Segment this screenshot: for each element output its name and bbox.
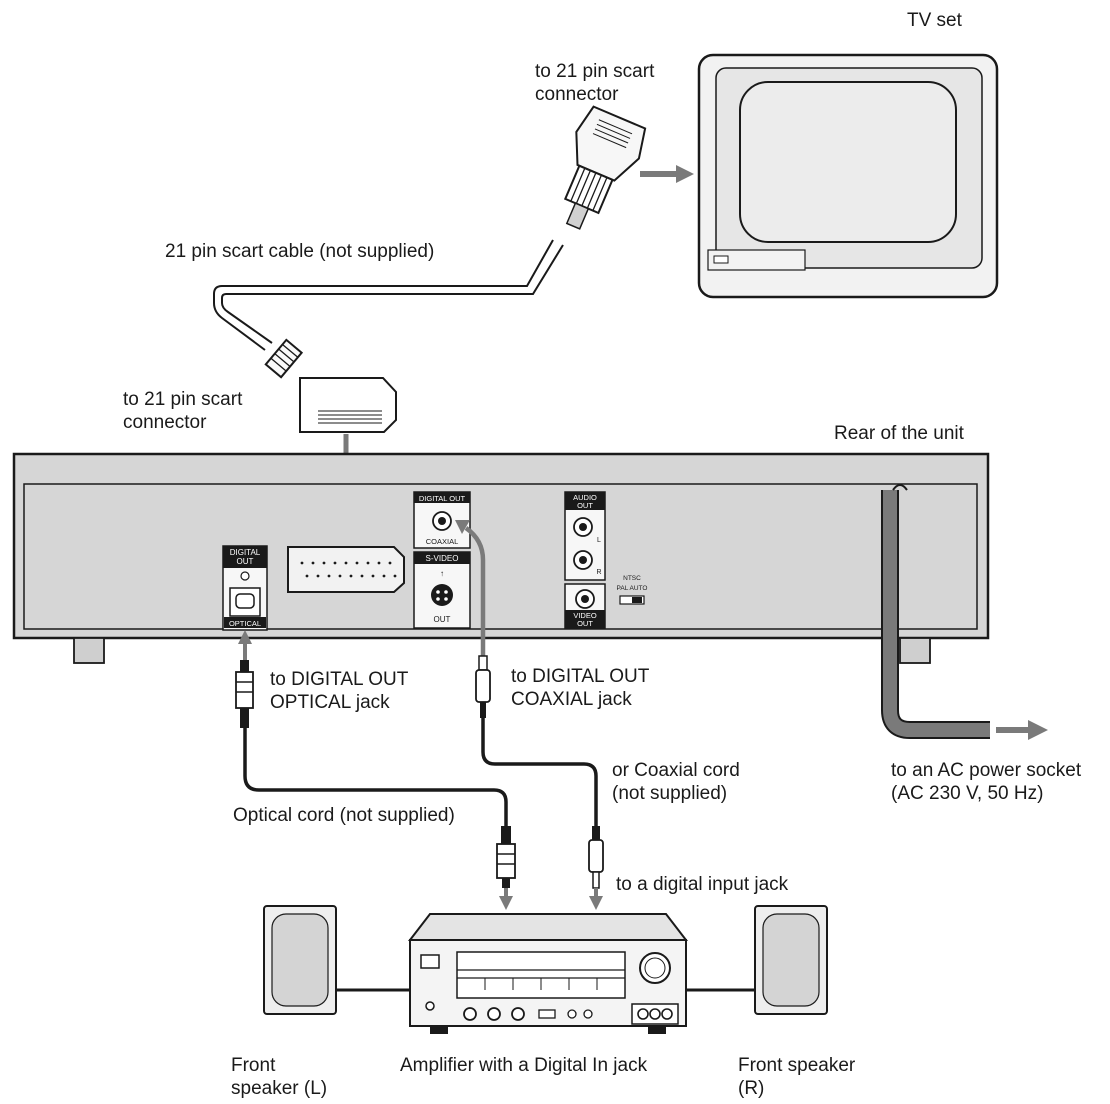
panel-video-out-2: OUT xyxy=(577,619,593,628)
label-optical-cord: Optical cord (not supplied) xyxy=(233,805,455,826)
label-to-coaxial: to DIGITAL OUT COAXIAL jack xyxy=(511,666,650,710)
panel-audio-r: R xyxy=(596,569,601,576)
label-rear-of-unit: Rear of the unit xyxy=(834,423,964,444)
panel-out: OUT xyxy=(434,615,451,624)
svg-text:↑: ↑ xyxy=(440,569,444,578)
panel-optical: OPTICAL xyxy=(229,619,261,628)
label-coaxial-cord: or Coaxial cord (not supplied) xyxy=(612,760,740,804)
panel-audio-out-2: OUT xyxy=(577,501,593,510)
label-tv-set: TV set xyxy=(907,10,962,31)
scart-connector-top xyxy=(563,105,647,230)
optical-plug-top xyxy=(235,660,254,728)
label-digital-input: to a digital input jack xyxy=(616,874,789,895)
label-to-scart-top: to 21 pin scart connector xyxy=(535,61,655,105)
optical-cord xyxy=(243,728,508,828)
optical-arrow-up xyxy=(238,630,252,660)
label-front-speaker-l: Front speaker (L) xyxy=(231,1055,328,1099)
amplifier xyxy=(407,913,689,1034)
ac-power-arrow xyxy=(996,720,1048,740)
digital-out-optical-jack: DIGITAL OUT OPTICAL xyxy=(222,545,268,631)
optical-arrow-down xyxy=(499,888,513,910)
panel-digital-out-optical-title-1: DIGITAL xyxy=(230,548,261,557)
ntsc-pal-switch: NTSC PAL AUTO xyxy=(617,575,648,605)
panel-s-video: S-VIDEO xyxy=(426,554,459,563)
unit-rear-panel xyxy=(12,452,990,664)
label-front-speaker-r: Front speaker (R) xyxy=(738,1055,856,1099)
label-to-optical: to DIGITAL OUT OPTICAL jack xyxy=(270,669,409,713)
scart-connector-bottom xyxy=(264,338,397,433)
panel-ntsc: NTSC xyxy=(623,575,641,582)
scart-socket xyxy=(287,546,405,593)
video-out-jack: VIDEO OUT xyxy=(564,583,606,629)
coaxial-plug-bottom xyxy=(588,826,604,889)
label-to-scart-bottom: to 21 pin scart connector xyxy=(123,389,243,433)
panel-coaxial: COAXIAL xyxy=(426,537,459,546)
front-speaker-right xyxy=(754,905,828,1015)
coaxial-cord xyxy=(481,718,598,828)
scart-cable xyxy=(213,239,564,351)
optical-plug-bottom xyxy=(496,826,516,888)
power-cord xyxy=(881,484,990,739)
panel-pal-auto: PAL AUTO xyxy=(617,585,648,592)
coaxial-plug-top xyxy=(475,655,491,718)
panel-video-out-1: VIDEO xyxy=(573,611,597,620)
panel-digital-out-coaxial-title: DIGITAL OUT xyxy=(419,494,466,503)
label-scart-cable: 21 pin scart cable (not supplied) xyxy=(165,241,435,262)
label-amplifier: Amplifier with a Digital In jack xyxy=(400,1055,648,1076)
panel-audio-l: L xyxy=(597,537,601,544)
label-ac-power: to an AC power socket (AC 230 V, 50 Hz) xyxy=(891,760,1082,804)
panel-digital-out-optical-title-2: OUT xyxy=(237,557,254,566)
panel-audio-out-1: AUDIO xyxy=(573,493,597,502)
tv-set xyxy=(697,53,999,299)
s-video-jack: S-VIDEO ↑ OUT xyxy=(413,551,471,629)
audio-out-jacks: AUDIO OUT L R xyxy=(564,491,606,581)
coaxial-arrow-down xyxy=(589,888,603,910)
front-speaker-left xyxy=(263,905,337,1015)
scart-to-tv-arrow xyxy=(640,165,694,183)
coaxial-arrow-up xyxy=(455,520,486,665)
